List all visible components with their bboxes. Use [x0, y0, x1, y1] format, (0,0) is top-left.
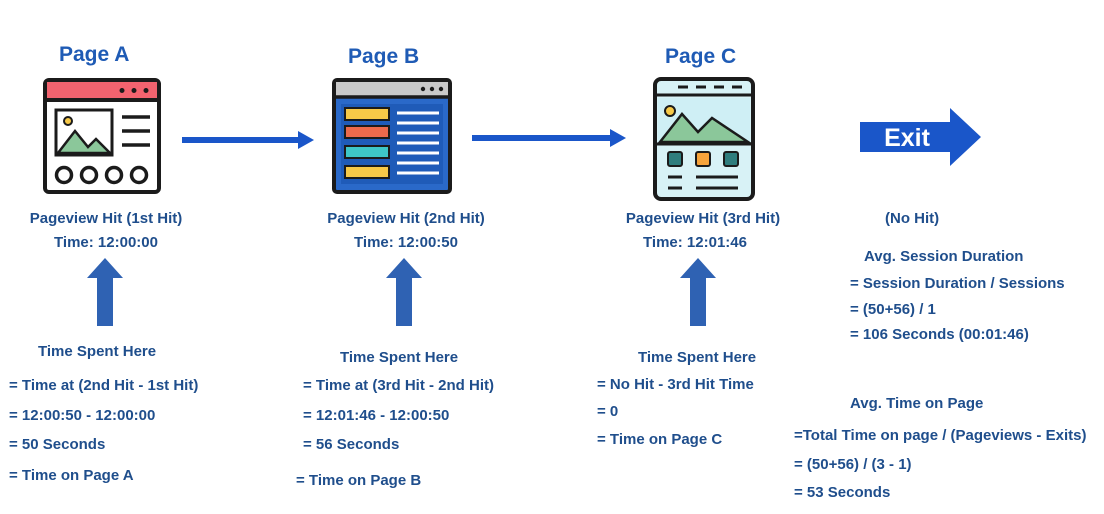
page-a-spent-title: Time Spent Here: [38, 343, 157, 360]
mobile-gallery-icon: [652, 76, 756, 202]
session-title: Avg. Session Duration: [864, 248, 1024, 265]
right-arrow-icon: [182, 131, 314, 149]
webpage-gallery-icon: [42, 77, 162, 195]
page-a-hit-label: Pageview Hit (1st Hit): [29, 210, 183, 227]
page-c-time: Time: 12:01:46: [643, 234, 747, 251]
page-c-calc-1: = No Hit - 3rd Hit Time: [597, 376, 754, 393]
session-line-3: = 106 Seconds (00:01:46): [850, 326, 1029, 343]
exit-hit-label: (No Hit): [885, 210, 940, 227]
time-on-page-title: Avg. Time on Page: [850, 395, 984, 412]
page-b-spent-title: Time Spent Here: [340, 349, 459, 366]
page-b-title: Page B: [348, 45, 420, 68]
time-on-page-line-2: = (50+56) / (3 - 1): [794, 456, 912, 473]
page-c-title: Page C: [665, 45, 737, 68]
page-c-calc-3: = Time on Page C: [597, 431, 723, 448]
up-arrow-icon: [680, 258, 716, 326]
page-b-hit-label: Pageview Hit (2nd Hit): [327, 210, 485, 227]
exit-arrow-icon: Exit: [860, 108, 981, 166]
time-on-page-line-3: = 53 Seconds: [794, 484, 891, 501]
page-b-calc-1: = Time at (3rd Hit - 2nd Hit): [303, 377, 494, 394]
page-a-calc-4: = Time on Page A: [9, 467, 134, 484]
time-on-page-line-1: =Total Time on page / (Pageviews - Exits…: [794, 427, 1087, 444]
page-a-calc-2: = 12:00:50 - 12:00:00: [9, 407, 156, 424]
right-arrow-icon: [472, 129, 626, 147]
exit-label: Exit: [884, 124, 931, 152]
page-a-calc-1: = Time at (2nd Hit - 1st Hit): [9, 377, 199, 394]
up-arrow-icon: [386, 258, 422, 326]
session-line-2: = (50+56) / 1: [850, 301, 936, 318]
page-b-calc-3: = 56 Seconds: [303, 436, 400, 453]
page-b-time: Time: 12:00:50: [354, 234, 458, 251]
page-c-spent-title: Time Spent Here: [638, 349, 757, 366]
page-b-calc-2: = 12:01:46 - 12:00:50: [303, 407, 450, 424]
up-arrow-icon: [87, 258, 123, 326]
webpage-layout-icon: [331, 77, 453, 195]
page-c-calc-2: = 0: [597, 403, 619, 420]
page-c-hit-label: Pageview Hit (3rd Hit): [625, 210, 781, 227]
page-a-time: Time: 12:00:00: [54, 234, 158, 251]
page-a-title: Page A: [59, 43, 130, 66]
page-a-calc-3: = 50 Seconds: [9, 436, 106, 453]
session-line-1: = Session Duration / Sessions: [850, 275, 1065, 292]
page-b-calc-4: = Time on Page B: [296, 472, 422, 489]
